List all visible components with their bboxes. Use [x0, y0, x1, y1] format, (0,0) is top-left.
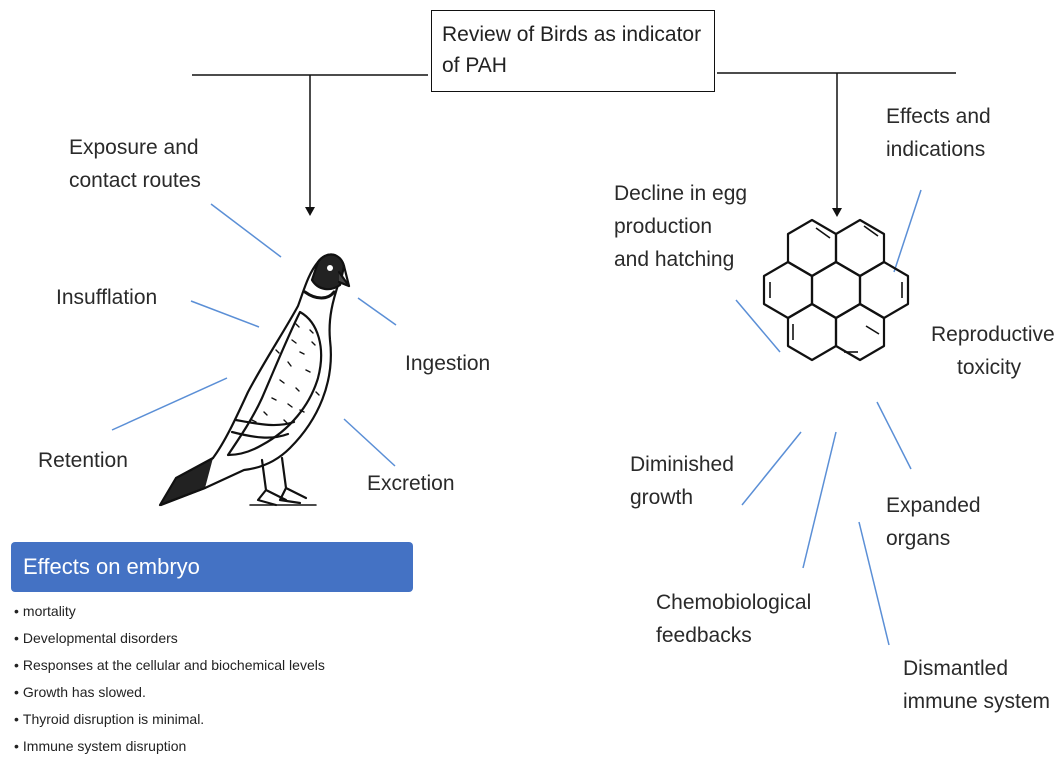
label-excretion: Excretion [367, 472, 455, 495]
label-immune-line1: Dismantled [903, 657, 1009, 680]
label-insufflation: Insufflation [56, 286, 158, 309]
retention-connector [111, 377, 228, 431]
label-diminished-line1: Diminished [630, 453, 734, 476]
embryo-heading: Effects on embryo [23, 554, 200, 579]
label-reproductive-line1: Reproductive [931, 323, 1055, 346]
label-expanded-line1: Expanded [886, 494, 981, 517]
diagram-title: Review of Birds as indicator of PAH [442, 23, 702, 77]
label-ingestion: Ingestion [405, 352, 491, 375]
immune-connector [858, 521, 890, 646]
label-expanded-line2: organs [886, 527, 951, 550]
ingestion-connector [357, 297, 397, 326]
label-effects-line1: Effects and [886, 105, 991, 128]
label-diminished-line2: growth [630, 486, 694, 509]
label-effects-line2: indications [886, 138, 986, 161]
insufflation-connector [190, 300, 260, 328]
label-chemo-line1: Chemobiological [656, 591, 812, 614]
diminished-connector [741, 431, 802, 506]
label-retention: Retention [38, 449, 128, 472]
list-item: Thyroid disruption is minimal. [14, 706, 325, 733]
label-expanded: Expanded organs [886, 489, 981, 555]
label-decline: Decline in egg production and hatching [614, 177, 747, 276]
label-decline-line2: production [614, 215, 713, 238]
list-item: mortality [14, 598, 325, 625]
label-diminished: Diminished growth [630, 448, 734, 514]
decline-connector [735, 299, 781, 353]
label-chemo-line2: feedbacks [656, 624, 752, 647]
right-arrowhead [832, 208, 842, 217]
pigeon-icon [158, 253, 351, 507]
label-chemo: Chemobiological feedbacks [656, 586, 811, 652]
list-item: Developmental disorders [14, 625, 325, 652]
expanded-connector [876, 401, 912, 470]
label-immune-line2: immune system [903, 690, 1051, 713]
exposure-connector [210, 203, 282, 258]
label-exposure: Exposure and contact routes [69, 131, 201, 197]
embryo-heading-bar: Effects on embryo [11, 542, 413, 592]
label-reproductive-line2: toxicity [957, 356, 1022, 379]
list-item: Immune system disruption [14, 733, 325, 760]
label-immune: Dismantled immune system [903, 652, 1050, 718]
list-item: Responses at the cellular and biochemica… [14, 652, 325, 679]
list-item: Growth has slowed. [14, 679, 325, 706]
label-exposure-line2: contact routes [69, 169, 201, 192]
diagram-title-box: Review of Birds as indicator of PAH [431, 10, 715, 92]
label-decline-line3: and hatching [614, 248, 735, 271]
label-reproductive: Reproductive toxicity [931, 318, 1055, 384]
chemo-connector [802, 431, 837, 569]
label-effects: Effects and indications [886, 100, 991, 166]
label-exposure-line1: Exposure and [69, 136, 199, 159]
left-arrowhead [305, 207, 315, 216]
embryo-effects-list: mortality Developmental disorders Respon… [14, 598, 325, 760]
coronene-molecule-icon [762, 218, 910, 362]
label-decline-line1: Decline in egg [614, 182, 748, 205]
excretion-connector [343, 418, 396, 467]
effects-connector [893, 189, 922, 273]
